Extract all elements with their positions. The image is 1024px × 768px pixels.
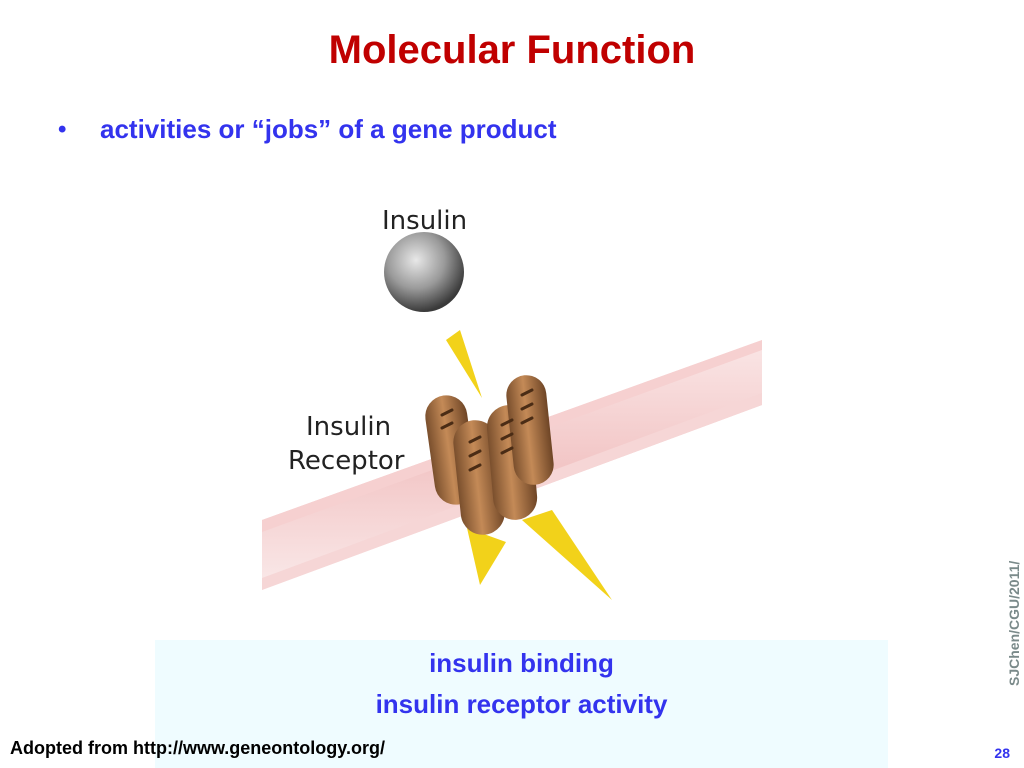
term-insulin-receptor-activity: insulin receptor activity	[375, 689, 668, 719]
insulin-receptor	[425, 375, 554, 535]
bullet-text: activities or “jobs” of a gene product	[100, 114, 557, 144]
function-terms-box: insulin binding insulin receptor activit…	[155, 640, 888, 768]
insulin-molecule	[384, 232, 464, 312]
insulin-label: Insulin	[382, 206, 468, 236]
binding-signal-arrow	[446, 330, 482, 398]
author-watermark: SJChen/CGU/2011/	[1006, 560, 1022, 686]
receptor-label-line2: Receptor	[288, 446, 405, 476]
slide-title: Molecular Function	[328, 28, 696, 72]
term-insulin-binding: insulin binding	[429, 648, 614, 678]
signal-arrow-right	[522, 510, 612, 600]
page-number: 28	[994, 745, 1010, 761]
signal-arrow-left	[467, 528, 506, 585]
illustration-svg	[262, 232, 762, 600]
bullet-marker: •	[58, 115, 67, 143]
source-credit: Adopted from http://www.geneontology.org…	[10, 738, 385, 758]
bullet-item: • activities or “jobs” of a gene product	[58, 114, 557, 145]
insulin-receptor-illustration: Insulin Insulin Receptor	[262, 190, 762, 605]
receptor-label-line1: Insulin	[306, 412, 392, 442]
